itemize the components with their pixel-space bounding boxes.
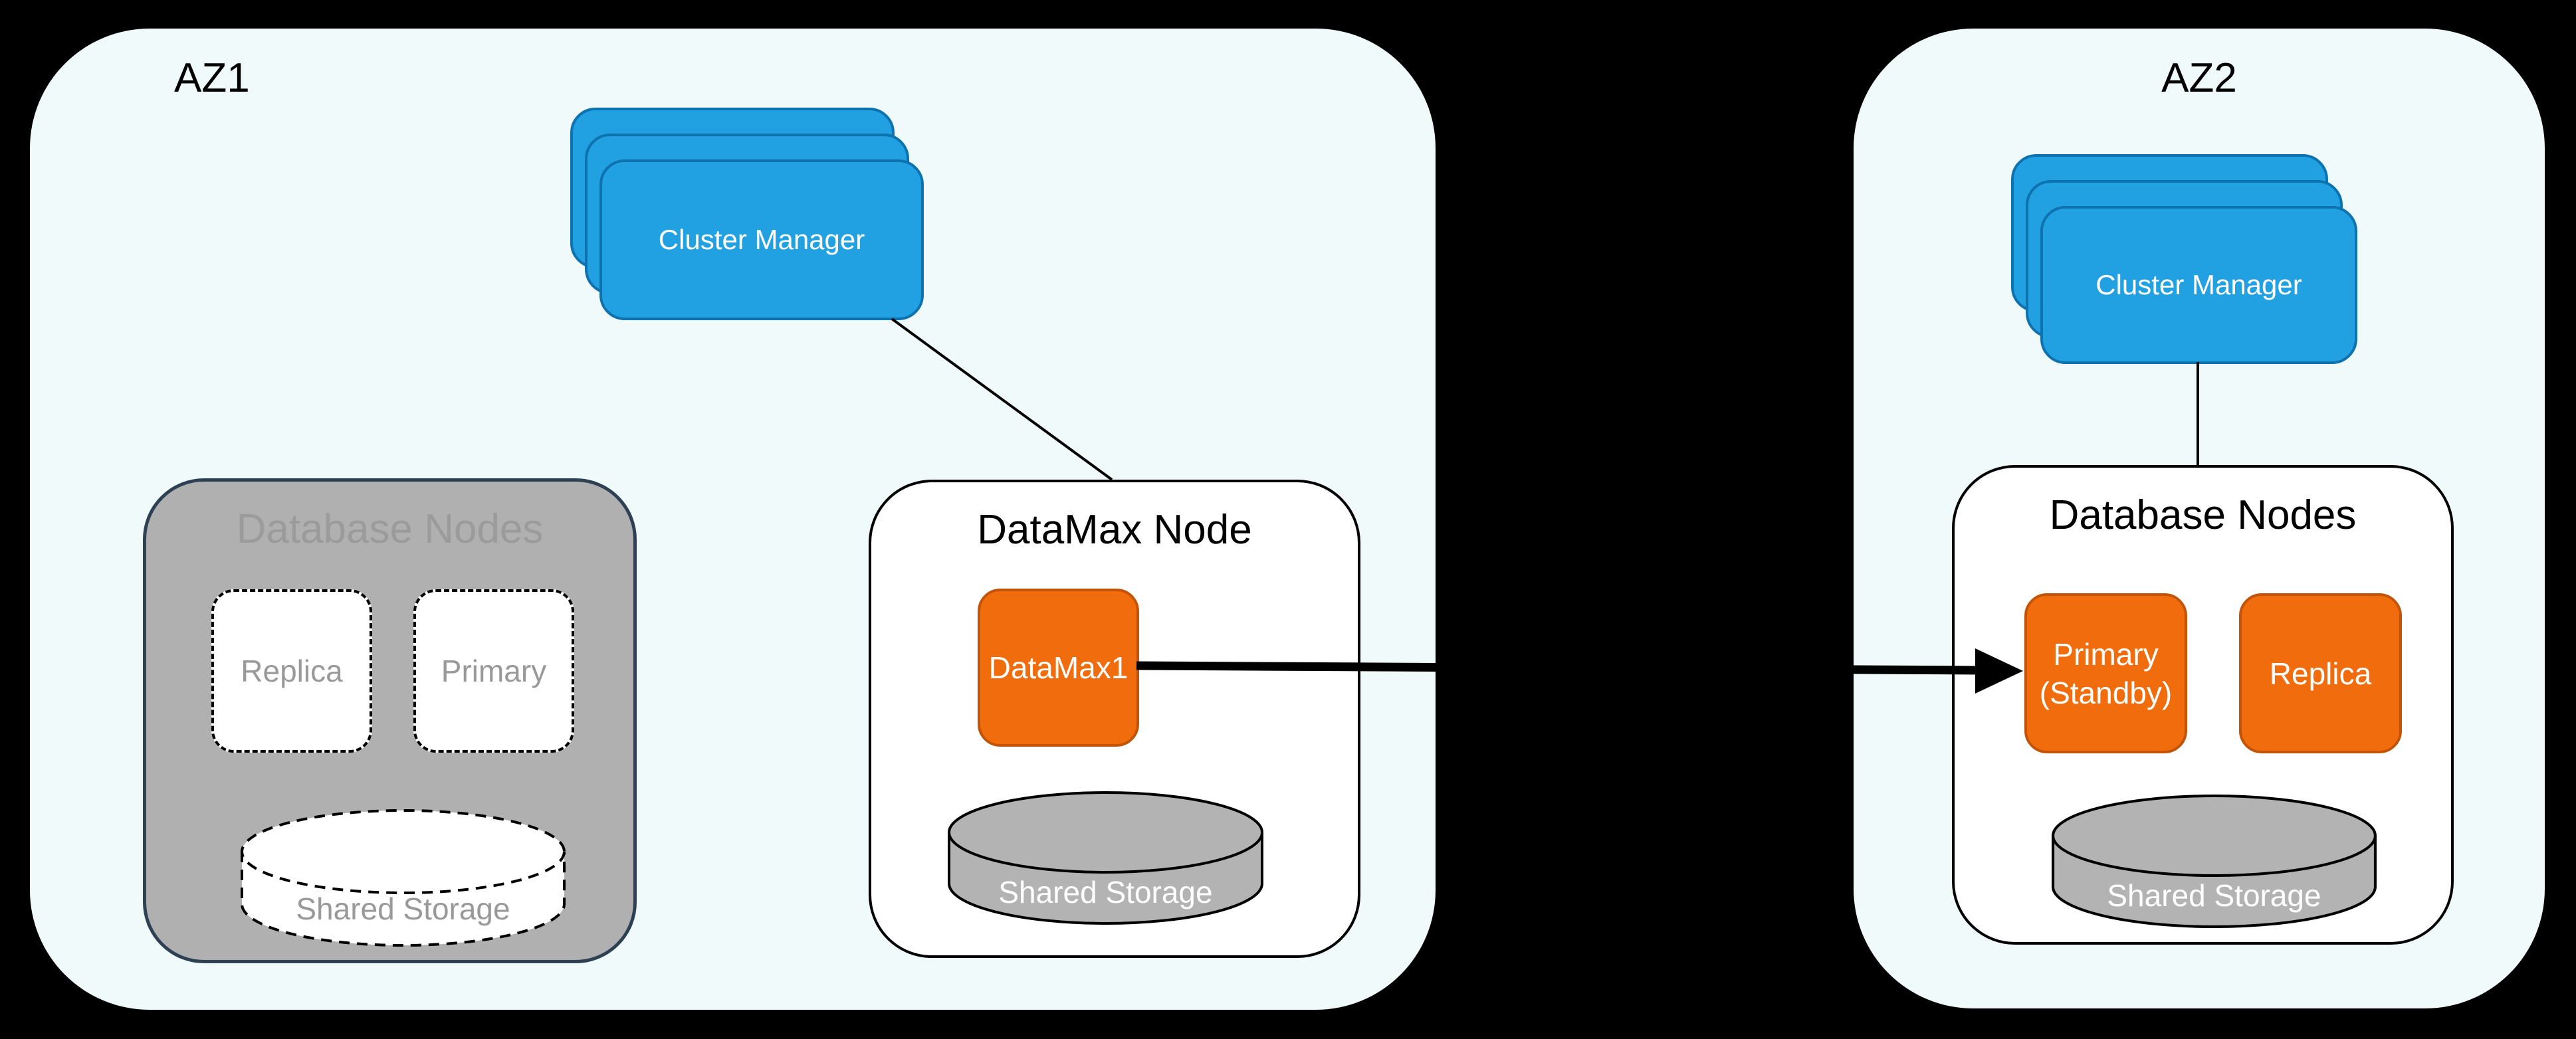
- az1-datamax-shared-storage-label: Shared Storage: [998, 875, 1213, 909]
- az1-cluster-manager-label: Cluster Manager: [658, 224, 865, 255]
- az2-cluster-manager-card-front: Cluster Manager: [2040, 206, 2357, 364]
- az2-database-nodes-title: Database Nodes: [2049, 492, 2357, 538]
- az1-label: AZ1: [174, 55, 250, 101]
- az2-primary-standby-label-line1: Primary: [2053, 636, 2159, 672]
- az2-database-nodes-panel: Database Nodes Primary (Standby) Replica…: [1952, 465, 2454, 945]
- az1-database-nodes-panel: Database Nodes Replica Primary Shared St…: [143, 478, 637, 963]
- az2-replica-label: Replica: [2269, 656, 2372, 691]
- az2-zone: AZ2 Cluster Manager Database Nodes Prima…: [1854, 29, 2545, 1008]
- az1-shared-storage-cylinder: Shared Storage: [241, 809, 566, 947]
- az2-cluster-manager-label: Cluster Manager: [2095, 269, 2302, 300]
- az1-database-nodes-title: Database Nodes: [236, 506, 544, 552]
- az1-shared-storage-label: Shared Storage: [296, 892, 510, 926]
- az1-primary-label: Primary: [441, 654, 547, 688]
- az2-primary-standby-label-line2: (Standby): [2039, 675, 2173, 710]
- az2-shared-storage-cylinder: Shared Storage: [2052, 795, 2377, 928]
- az1-replica-node: Replica: [211, 589, 372, 753]
- cylinder-shape: [948, 791, 1263, 925]
- az2-replica-node: Replica: [2239, 593, 2402, 753]
- az1-datamax1-label: DataMax1: [988, 650, 1128, 685]
- az2-label: AZ2: [2161, 55, 2237, 101]
- az1-datamax-shared-storage-cylinder: Shared Storage: [948, 791, 1263, 925]
- cylinder-shape: [2052, 795, 2377, 928]
- az1-datamax-node-title: DataMax Node: [977, 507, 1252, 553]
- az1-replica-label: Replica: [241, 654, 343, 688]
- az1-datamax-node-panel: DataMax Node DataMax1 Shared Storage: [869, 480, 1360, 958]
- cylinder-shape: [241, 809, 566, 947]
- az1-cluster-manager-card-front: Cluster Manager: [599, 159, 924, 320]
- az1-primary-node: Primary: [413, 589, 574, 753]
- az1-datamax1-node: DataMax1: [978, 589, 1139, 747]
- az2-primary-standby-node: Primary (Standby): [2024, 593, 2187, 753]
- az1-zone: AZ1 Cluster Manager Database Nodes Repli…: [30, 29, 1436, 1010]
- az2-shared-storage-label: Shared Storage: [2107, 878, 2321, 913]
